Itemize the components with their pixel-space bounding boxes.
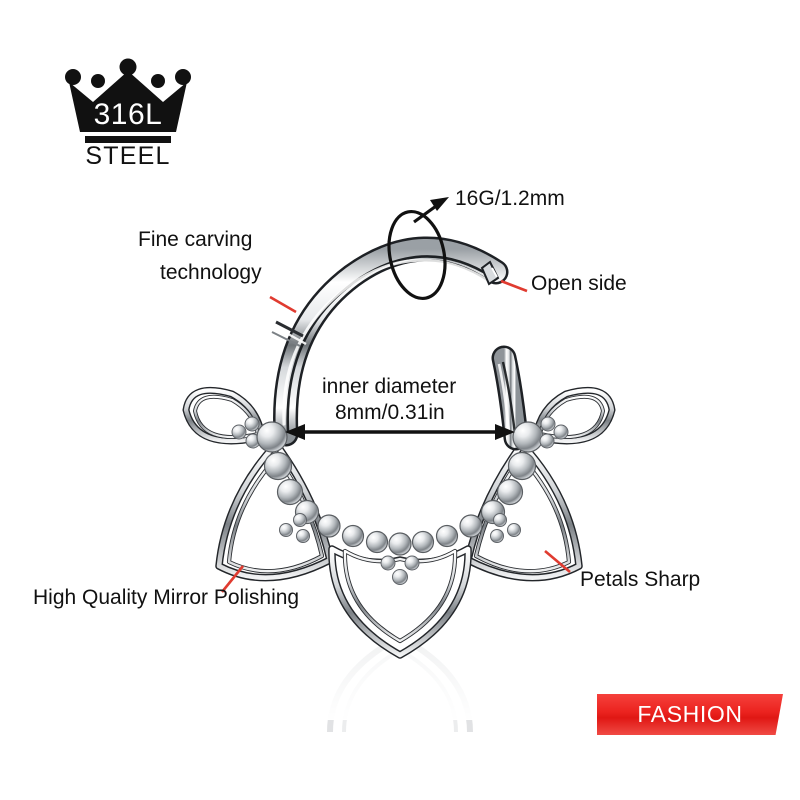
logo-material-text: STEEL bbox=[85, 142, 171, 170]
petal-bottom-center bbox=[328, 545, 472, 659]
bead-arc bbox=[231, 416, 569, 585]
clicker-segment-bar bbox=[271, 236, 509, 447]
fashion-badge-text: FASHION bbox=[637, 701, 743, 727]
fashion-badge: FASHION bbox=[597, 694, 783, 735]
leader-fine-carving bbox=[269, 295, 297, 314]
leader-mirror-polish bbox=[220, 565, 245, 593]
gauge-annotation bbox=[387, 197, 449, 301]
ring-open-end-stub bbox=[491, 345, 529, 451]
callout-fine-carving-line2: technology bbox=[160, 261, 262, 284]
brand-logo: 316L STEEL bbox=[63, 58, 193, 178]
logo-grade-text: 316L bbox=[94, 98, 163, 131]
petal-left-lower bbox=[215, 440, 334, 582]
callout-open-side: Open side bbox=[531, 272, 627, 295]
petal-left-upper bbox=[182, 386, 266, 445]
leader-petals-sharp bbox=[544, 550, 571, 573]
callout-gauge: 16G/1.2mm bbox=[455, 187, 565, 210]
leader-open-side bbox=[500, 279, 528, 293]
crown-icon: 316L bbox=[65, 58, 191, 143]
inner-diameter-arrow bbox=[285, 424, 515, 440]
callout-inner-diameter-label: inner diameter bbox=[322, 375, 457, 398]
petal-right-lower bbox=[464, 440, 583, 582]
callout-fine-carving-line1: Fine carving bbox=[138, 228, 253, 251]
callout-petals-sharp: Petals Sharp bbox=[580, 568, 701, 591]
petal-right-upper bbox=[532, 386, 616, 445]
callout-mirror-polishing: High Quality Mirror Polishing bbox=[33, 586, 300, 609]
hinge-joint bbox=[271, 320, 307, 347]
open-end-notch bbox=[480, 260, 500, 286]
callout-inner-diameter-value: 8mm/0.31in bbox=[335, 401, 445, 424]
leader-lines bbox=[220, 279, 571, 593]
